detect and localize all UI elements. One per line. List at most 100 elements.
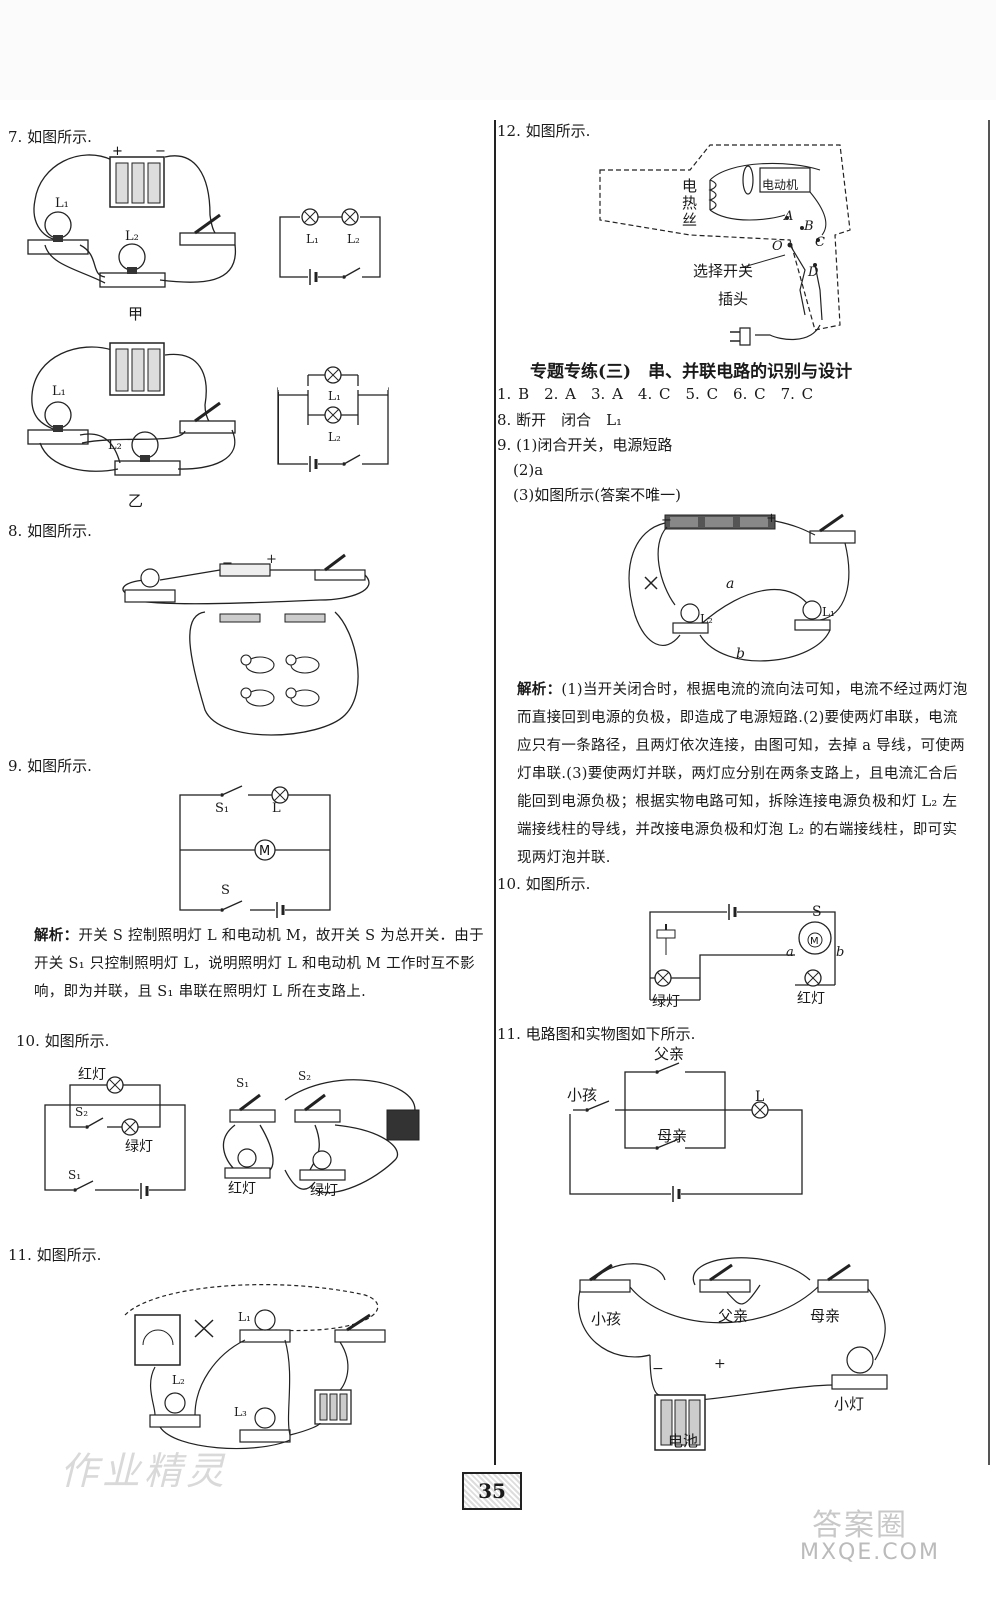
q11-right-label: 11. 电路图和实物图如下所示. (497, 1025, 696, 1043)
q11-left-physical (124, 1284, 386, 1450)
q9-ans-wire-a: a (726, 576, 735, 592)
q10-left-schematic (44, 1076, 186, 1199)
q9-s1: S₁ (215, 801, 230, 816)
answers-1-7: 1. B 2. A 3. A 4. C 5. C 6. C 7. C (497, 385, 814, 403)
answer-9-2: (2)a (513, 461, 544, 479)
q11-left-l2: L₂ (172, 1373, 185, 1387)
q11-right-mother: 母亲 (657, 1127, 688, 1145)
q11-right-father: 父亲 (654, 1045, 685, 1063)
q7-label: 7. 如图所示. (8, 128, 92, 146)
q7-diagram-jia-physical: +− (27, 144, 236, 288)
q11-right-physical (577, 1257, 888, 1451)
q11-right-phys-plus: + (714, 1356, 726, 1372)
q12-plug-label: 插头 (718, 290, 749, 308)
q9-ans-plus: + (766, 511, 777, 526)
q11-right-schematic (565, 1062, 803, 1202)
section-title: 专题专练(三) 串、并联电路的识别与设计 (530, 362, 853, 382)
q11-right-lamp-l: L (755, 1089, 765, 1105)
q12-point-a: A (784, 209, 794, 224)
q11-right-phys-light: 小灯 (834, 1395, 865, 1413)
q12-point-c: C (815, 235, 825, 250)
q8-plus: + (266, 552, 277, 567)
q10-right-point-b: b (836, 945, 845, 960)
answer-8: 8. 断开 闭合 L₁ (497, 411, 623, 429)
q11-right-phys-battery: 电池 (668, 1432, 699, 1450)
q9-ans-l1: L₁ (822, 605, 835, 619)
q10-left-s2: S₂ (75, 1105, 89, 1119)
q12-label: 12. 如图所示. (497, 122, 591, 140)
q11-left-l1: L₁ (238, 1310, 251, 1324)
q9-lamp-l: L (272, 801, 281, 816)
q7-diagram-yi-schematic (277, 366, 389, 472)
q11-left-label: 11. 如图所示. (8, 1246, 102, 1264)
q7-jia-l2: L₂ (125, 229, 139, 244)
q10-left-phys-s1: S₁ (236, 1076, 250, 1090)
q10-left-red-lamp: 红灯 (78, 1067, 106, 1083)
q12-point-b: B (804, 219, 814, 234)
q11-right-phys-mother: 母亲 (810, 1307, 841, 1325)
q7-yi-l1: L₁ (52, 384, 66, 399)
page-number: 35 (462, 1472, 522, 1510)
q10-right-label: 10. 如图所示. (497, 875, 591, 893)
q7-jia-schem-l1: L₁ (306, 232, 319, 246)
q9-motor-letter: M (259, 844, 270, 859)
q8-label: 8. 如图所示. (8, 522, 92, 540)
q7-yi-l2: L₂ (108, 438, 122, 453)
svg-text:−: − (155, 144, 166, 159)
watermark-right-logo: 答案圈 (812, 1508, 908, 1543)
q8-diagram (122, 553, 370, 736)
q9-right-analysis-text: (1)当开关闭合时，根据电流的流向法可知，电流不经过两灯泡而直接回到电源的负极，… (517, 682, 968, 866)
q11-right-phys-minus: − (652, 1361, 664, 1377)
q10-left-s1: S₁ (68, 1168, 82, 1182)
q7-yi-caption: 乙 (128, 492, 144, 510)
q11-right-phys-father: 父亲 (718, 1307, 749, 1325)
q9-ans-l2: L₂ (700, 612, 713, 626)
q9-label: 9. 如图所示. (8, 757, 92, 775)
q9-analysis-title: 解析： (34, 927, 79, 944)
q10-right-circuit: M (649, 904, 836, 1001)
q12-hairdryer-diagram (599, 144, 851, 346)
q7-jia-l1: L₁ (55, 196, 69, 211)
q10-right-red-lamp: 红灯 (797, 991, 825, 1007)
watermark-right-url: MXQE.COM (800, 1540, 940, 1565)
q12-heating-wire-label: 电热丝 (682, 177, 698, 229)
q9-analysis-text: 开关 S 控制照明灯 L 和电动机 M，故开关 S 为总开关．由于开关 S₁ 只… (34, 928, 484, 1000)
q9-right-analysis-title: 解析： (517, 681, 562, 698)
q9-ans-wire-b: b (736, 646, 745, 662)
page-right-border (988, 120, 990, 1465)
q10-left-green-lamp: 绿灯 (125, 1139, 153, 1155)
svg-text:+: + (112, 144, 123, 159)
q12-point-o: O (772, 239, 783, 254)
q10-right-motor-letter: M (810, 936, 819, 947)
watermark-left: 作业精灵 (60, 1449, 229, 1493)
q10-left-label: 10. 如图所示. (16, 1032, 110, 1050)
q7-jia-schem-l2: L₂ (347, 232, 360, 246)
q10-left-phys-red: 红灯 (228, 1181, 256, 1197)
q10-right-green-lamp: 绿灯 (652, 994, 680, 1010)
q7-diagram-jia-schematic (279, 208, 381, 285)
q9-analysis: 解析：开关 S 控制照明灯 L 和电动机 M，故开关 S 为总开关．由于开关 S… (34, 922, 489, 1006)
q8-minus: − (222, 556, 233, 571)
q12-switch-label: 选择开关 (693, 262, 754, 280)
q11-right-phys-child: 小孩 (591, 1310, 622, 1328)
q10-left-phys-green: 绿灯 (310, 1183, 338, 1199)
q12-point-d: D (808, 265, 819, 280)
q9-s: S (221, 883, 230, 898)
q7-jia-caption: 甲 (128, 305, 144, 323)
q9-circuit-diagram: M (179, 785, 331, 918)
q11-left-l3: L₃ (234, 1405, 247, 1419)
q9-ans-minus: − (661, 513, 672, 528)
q11-right-child: 小孩 (567, 1086, 598, 1104)
q10-right-switch-s: S (812, 904, 822, 920)
q10-right-point-a: a (786, 945, 794, 960)
answer-9-3: (3)如图所示(答案不唯一) (513, 486, 681, 504)
q10-left-phys-s2: S₂ (298, 1069, 312, 1083)
q7-diagram-yi-physical (27, 342, 236, 476)
page-top-margin (0, 0, 996, 100)
column-divider (494, 120, 496, 1465)
q9-right-analysis: 解析：(1)当开关闭合时，根据电流的流向法可知，电流不经过两灯泡而直接回到电源的… (517, 676, 969, 872)
q9-answer-physical-circuit (628, 513, 856, 662)
answer-9-1: 9. (1)闭合开关，电源短路 (497, 436, 673, 454)
q12-motor-label: 电动机 (762, 178, 799, 192)
q10-left-physical (222, 1079, 420, 1194)
